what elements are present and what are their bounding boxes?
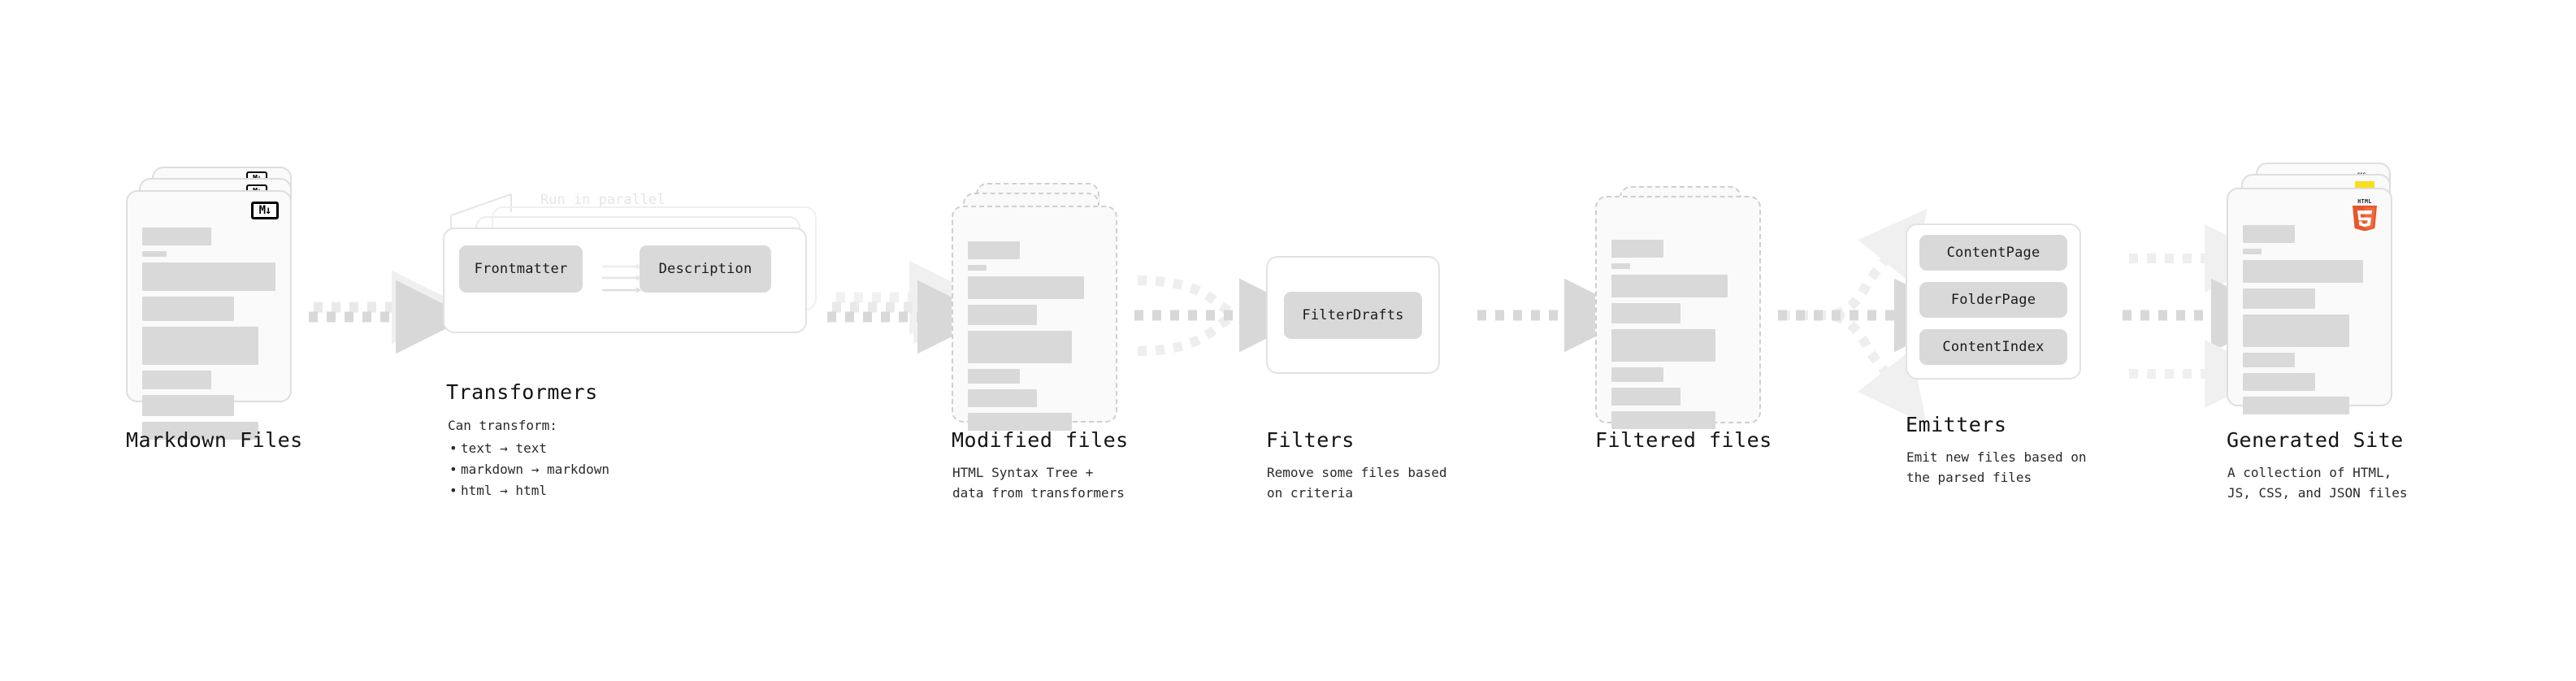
modified-sheet-front (952, 206, 1117, 431)
markdown-sheet-front: M↓ (126, 190, 292, 440)
content-line (968, 413, 1072, 431)
site-sheet-lines (2243, 225, 2376, 414)
content-line (142, 228, 212, 245)
svg-text:HTML: HTML (2357, 198, 2371, 205)
content-line (2243, 249, 2262, 254)
content-line (968, 276, 1084, 299)
transformer-inner-arrows-icon (602, 263, 641, 293)
content-line (1611, 240, 1663, 258)
content-line (1611, 367, 1663, 382)
content-line (968, 265, 987, 271)
description-emitters: Emit new files based on the parsed files (1906, 449, 2087, 485)
run-in-parallel-label: Run in parallel (540, 192, 666, 208)
connector-markdown-to-transformers (309, 270, 470, 354)
content-line (2243, 260, 2363, 283)
emitter-chip-folderpage[interactable]: FolderPage (1919, 282, 2067, 318)
transformer-chip-description[interactable]: Description (640, 245, 771, 293)
markdown-file-stack: M↓ M↓ M↓ (126, 167, 313, 440)
content-line (142, 371, 212, 389)
caption-filters: Filters (1266, 428, 1355, 452)
caption-transformers: Transformers (446, 380, 598, 404)
filtered-sheet-front (1595, 196, 1761, 429)
connector-filtered-to-emitters (1778, 208, 1968, 425)
html5-icon: HTML (2353, 198, 2377, 231)
content-line (142, 262, 275, 291)
content-line (142, 251, 167, 257)
transformers-capability-list: Can transform: text → text markdown → ma… (448, 415, 609, 501)
content-line (968, 369, 1020, 384)
content-line (1611, 275, 1728, 297)
stage-filtered-files (1595, 186, 1770, 429)
content-line (142, 297, 235, 321)
filter-chip-filterdrafts[interactable]: FilterDrafts (1284, 292, 1422, 339)
connector-modified-to-filters (1134, 275, 1313, 356)
description-generated-site: A collection of HTML, JS, CSS, and JSON … (2227, 465, 2408, 501)
content-line (142, 327, 258, 365)
caption-emitters: Emitters (1906, 413, 2007, 436)
content-line (142, 422, 258, 440)
filtered-sheet-lines (1611, 240, 1745, 429)
content-line (2243, 314, 2350, 347)
content-line (2243, 353, 2295, 367)
stage-markdown-files: M↓ M↓ M↓ (126, 167, 313, 440)
connector-emitters-to-site (2123, 224, 2285, 408)
caption-filtered-files: Filtered files (1595, 428, 1772, 452)
markdown-icon: M↓ (251, 202, 279, 219)
content-line (968, 241, 1020, 259)
markdown-sheet-lines (142, 228, 275, 440)
stage-modified-files (952, 183, 1130, 431)
content-line (2243, 288, 2315, 309)
content-line (1611, 411, 1715, 429)
content-line (2243, 225, 2295, 243)
transformer-chip-frontmatter[interactable]: Frontmatter (459, 245, 583, 293)
content-line (2243, 397, 2350, 414)
filtered-file-stack (1595, 186, 1770, 429)
transformers-list-item: text → text (449, 438, 609, 459)
content-line (1611, 263, 1630, 269)
description-modified-files: HTML Syntax Tree + data from transformer… (952, 465, 1125, 501)
content-line (2243, 373, 2315, 391)
connector-transformers-to-modified (827, 260, 991, 354)
caption-modified-files: Modified files (952, 428, 1129, 452)
content-line (142, 395, 235, 416)
content-line (968, 331, 1072, 363)
caption-markdown-files: Markdown Files (126, 428, 303, 452)
emitter-chip-contentindex[interactable]: ContentIndex (1919, 329, 2067, 365)
content-line (1611, 303, 1681, 323)
caption-generated-site: Generated Site (2227, 428, 2404, 452)
description-filters: Remove some files based on criteria (1267, 465, 1447, 501)
modified-file-stack (952, 183, 1130, 431)
content-line (1611, 388, 1681, 406)
site-sheet-front: HTML (2227, 188, 2392, 414)
transformers-list-item: html → html (449, 480, 609, 501)
content-line (1611, 329, 1715, 362)
generated-site-file-stack: CSS HTML (2227, 163, 2413, 414)
emitter-chip-contentpage[interactable]: ContentPage (1919, 235, 2067, 271)
content-line (968, 305, 1038, 325)
transformers-list-lead: Can transform: (448, 418, 557, 433)
modified-sheet-lines (968, 241, 1101, 431)
content-line (968, 389, 1038, 407)
stage-generated-site: CSS HTML (2227, 163, 2413, 414)
transformers-list-item: markdown → markdown (449, 459, 609, 480)
